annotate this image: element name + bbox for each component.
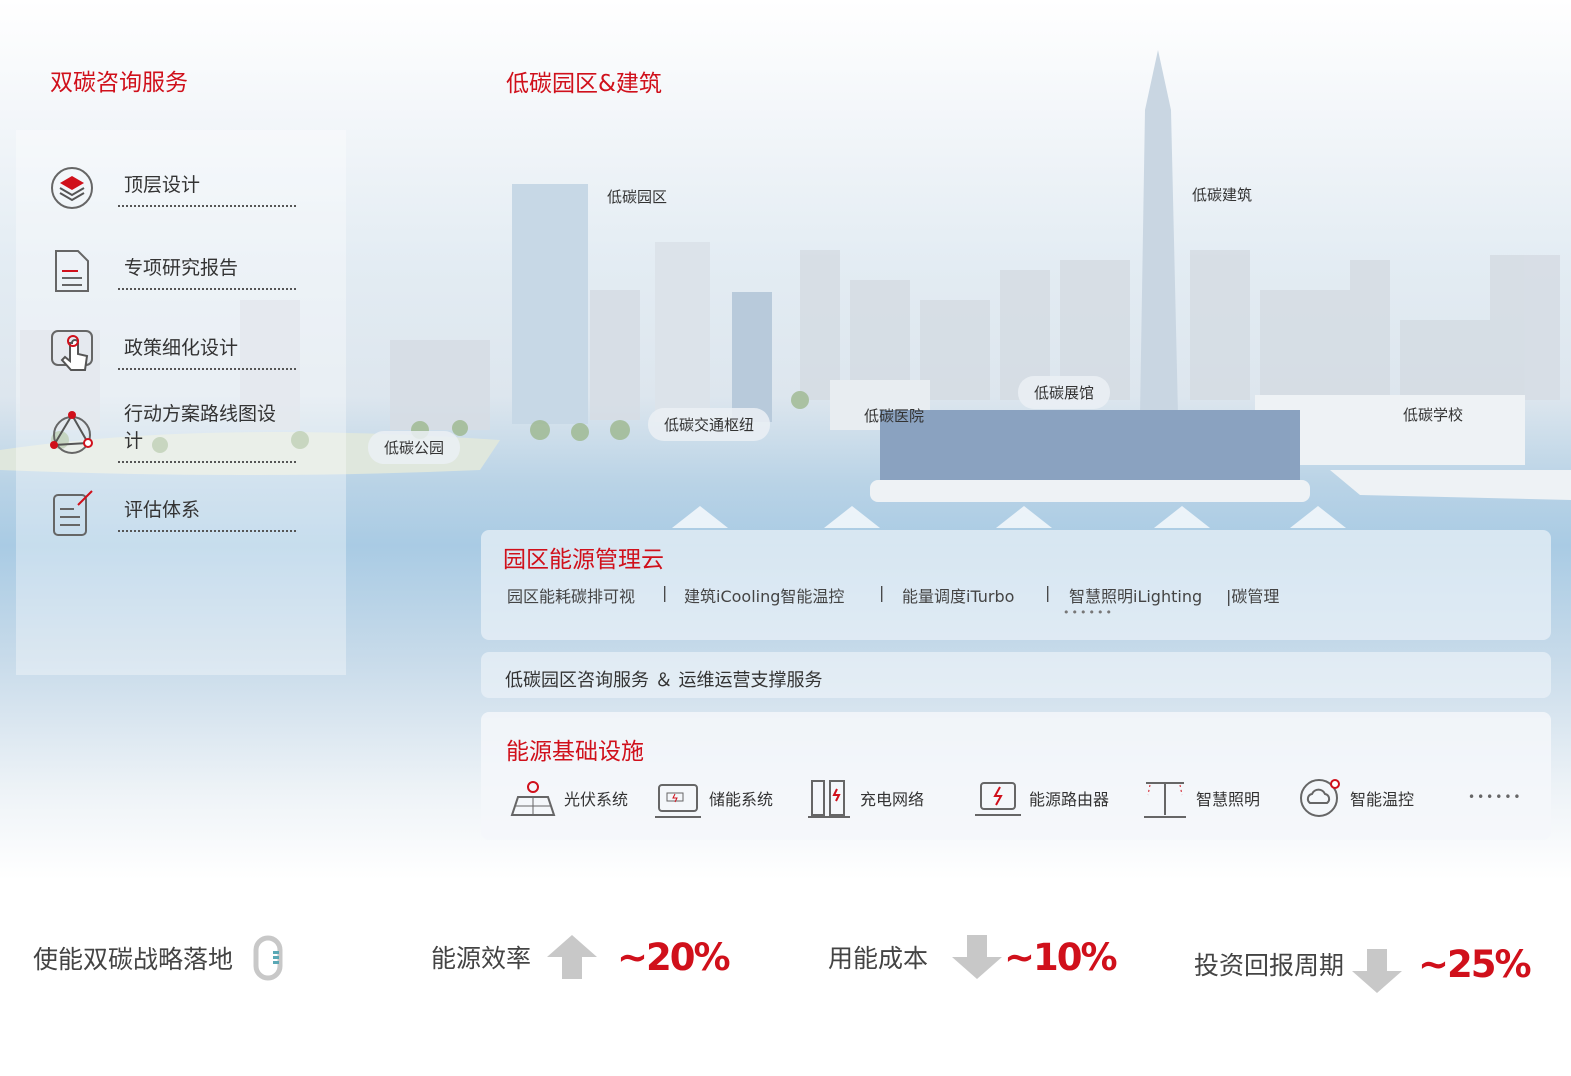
- consulting-item-research-report[interactable]: 专项研究报告: [48, 246, 296, 296]
- cloud-feature[interactable]: 建筑iCooling智能温控: [684, 587, 845, 606]
- stat-energy-efficiency: 能源效率 ~20%: [431, 935, 731, 979]
- cloud-feature-carbon[interactable]: |碳管理: [1226, 587, 1280, 606]
- consulting-item-label: 专项研究报告: [118, 253, 296, 290]
- infra-item-thermostat[interactable]: 智能温控: [1296, 775, 1414, 821]
- consulting-item-label: 顶层设计: [118, 170, 296, 207]
- place-label-hospital[interactable]: 低碳医院: [864, 407, 925, 425]
- consulting-item-policy-design[interactable]: 政策细化设计: [48, 326, 296, 376]
- consulting-item-label: 政策细化设计: [118, 333, 296, 370]
- separator: |: [662, 583, 668, 602]
- infra-item-storage[interactable]: 储能系统: [655, 775, 773, 821]
- layers-cycle-icon: [51, 167, 93, 209]
- progress-capsule-icon: [253, 935, 283, 981]
- services-panel: [481, 652, 1551, 698]
- consulting-item-roadmap-design[interactable]: 行动方案路线图设计: [48, 403, 296, 463]
- separator: |: [1045, 583, 1051, 602]
- infra-label: 能源路由器: [1029, 790, 1110, 809]
- stat-enable-strategy: 使能双碳战略落地: [33, 935, 287, 981]
- triangle-network-icon: [50, 411, 93, 454]
- stat-value: ~10%: [1004, 935, 1118, 979]
- solar-panel-icon: [510, 781, 556, 816]
- low-carbon-title: 低碳园区&建筑: [506, 71, 662, 97]
- consulting-item-label: 行动方案路线图设计: [118, 399, 296, 463]
- checklist-icon: [53, 490, 93, 536]
- cloud-feature[interactable]: 园区能耗碳排可视: [507, 587, 636, 606]
- enable-label: 使能双碳战略落地: [33, 945, 234, 974]
- stat-energy-cost: 用能成本 ~10%: [828, 935, 1118, 979]
- infra-item-router[interactable]: 能源路由器: [975, 775, 1109, 821]
- energy-cloud-panel: [481, 530, 1551, 640]
- battery-storage-icon: [655, 784, 701, 818]
- stat-value: ~25%: [1418, 942, 1532, 986]
- cloud-thermostat-icon: [1300, 779, 1340, 817]
- separator: |: [879, 583, 885, 602]
- place-label-exhibition[interactable]: 低碳展馆: [1018, 376, 1111, 409]
- infra-label: 储能系统: [709, 790, 774, 809]
- infra-item-charging[interactable]: 充电网络: [806, 775, 924, 821]
- arrow-up-icon: [547, 935, 598, 979]
- consulting-panel: [16, 130, 346, 675]
- consulting-item-top-design[interactable]: 顶层设计: [48, 163, 296, 213]
- charger-icon: [808, 780, 850, 818]
- place-label-building[interactable]: 低碳建筑: [1192, 186, 1253, 204]
- arrow-down-icon: [952, 935, 1003, 979]
- infra-label: 智慧照明: [1196, 790, 1261, 809]
- services-label: 低碳园区咨询服务 ＆ 运维运营支撑服务: [505, 670, 823, 691]
- up-arrow-icon: [996, 506, 1052, 528]
- stat-label: 用能成本: [828, 944, 929, 973]
- place-label-park[interactable]: 低碳园区: [607, 188, 668, 206]
- infra-label: 充电网络: [860, 790, 925, 809]
- stat-value: ~20%: [617, 935, 731, 979]
- more-dots: ••••••: [1063, 606, 1114, 619]
- arrow-down-icon: [1352, 949, 1403, 993]
- infra-label: 智能温控: [1350, 790, 1415, 809]
- stat-label: 能源效率: [431, 944, 532, 973]
- consulting-item-label: 评估体系: [118, 495, 296, 532]
- energy-router-icon: [975, 782, 1021, 816]
- up-arrow-icon: [824, 506, 880, 528]
- infrastructure-panel: [481, 712, 1551, 840]
- stat-payback-period: 投资回报周期 ~25%: [1194, 935, 1532, 993]
- street-light-icon: [1144, 782, 1186, 818]
- consulting-title: 双碳咨询服务: [50, 70, 188, 96]
- energy-cloud-title: 园区能源管理云: [503, 547, 664, 573]
- consulting-item-evaluation-system[interactable]: 评估体系: [48, 488, 296, 538]
- cloud-feature[interactable]: 智慧照明iLighting: [1069, 587, 1203, 606]
- up-arrow-icon: [672, 506, 728, 528]
- place-label-transport-hub[interactable]: 低碳交通枢纽: [648, 408, 771, 441]
- infra-item-lighting[interactable]: 智慧照明: [1142, 775, 1260, 821]
- up-arrow-icon: [1290, 506, 1346, 528]
- up-arrow-icon: [1154, 506, 1210, 528]
- more-dots: ••••••: [1468, 790, 1523, 804]
- infrastructure-title: 能源基础设施: [506, 739, 644, 765]
- place-label-public-park[interactable]: 低碳公园: [368, 431, 461, 464]
- stat-label: 投资回报周期: [1194, 951, 1345, 980]
- place-label-school[interactable]: 低碳学校: [1403, 406, 1464, 424]
- infra-item-solar[interactable]: 光伏系统: [510, 775, 628, 821]
- infra-label: 光伏系统: [564, 790, 629, 809]
- cloud-feature[interactable]: 能量调度iTurbo: [902, 587, 1015, 606]
- touch-hand-icon: [51, 330, 93, 371]
- document-icon: [55, 250, 89, 292]
